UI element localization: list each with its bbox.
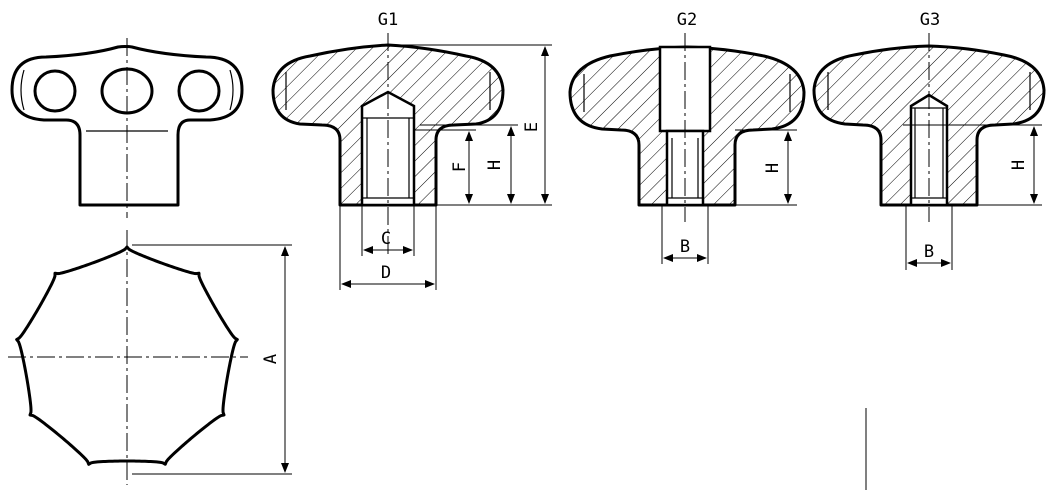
g2-title: G2 <box>677 10 697 30</box>
dim-h-label: H <box>485 160 505 170</box>
section-g2: G2 H B <box>568 10 806 264</box>
dim-e-label: E <box>522 122 542 132</box>
side-view-hole-right <box>177 69 221 113</box>
top-view-outline <box>15 245 239 466</box>
dim-f-label: F <box>450 162 470 172</box>
dim-d-label: D <box>381 263 391 283</box>
g3-title: G3 <box>920 10 940 30</box>
side-view-outline <box>10 45 244 207</box>
dim-c-label: C <box>381 229 391 249</box>
side-view-flute-left <box>20 69 25 111</box>
dim-a-label: A <box>261 354 281 364</box>
g1-title: G1 <box>378 10 398 30</box>
g1-blind-bore <box>360 90 416 207</box>
dim-b3-label: B <box>924 242 934 262</box>
side-view-hole-left <box>33 69 77 113</box>
side-view <box>10 38 244 218</box>
dim-h2-label: H <box>763 163 783 173</box>
section-g1: G1 E H F C D <box>271 10 552 290</box>
top-view: A <box>8 230 292 485</box>
g2-through-bore-top <box>658 45 712 133</box>
dim-h3-label: H <box>1009 160 1029 170</box>
section-g3: G3 H B <box>812 10 1046 270</box>
dim-b2-label: B <box>680 237 690 257</box>
side-view-flute-right <box>229 69 234 111</box>
